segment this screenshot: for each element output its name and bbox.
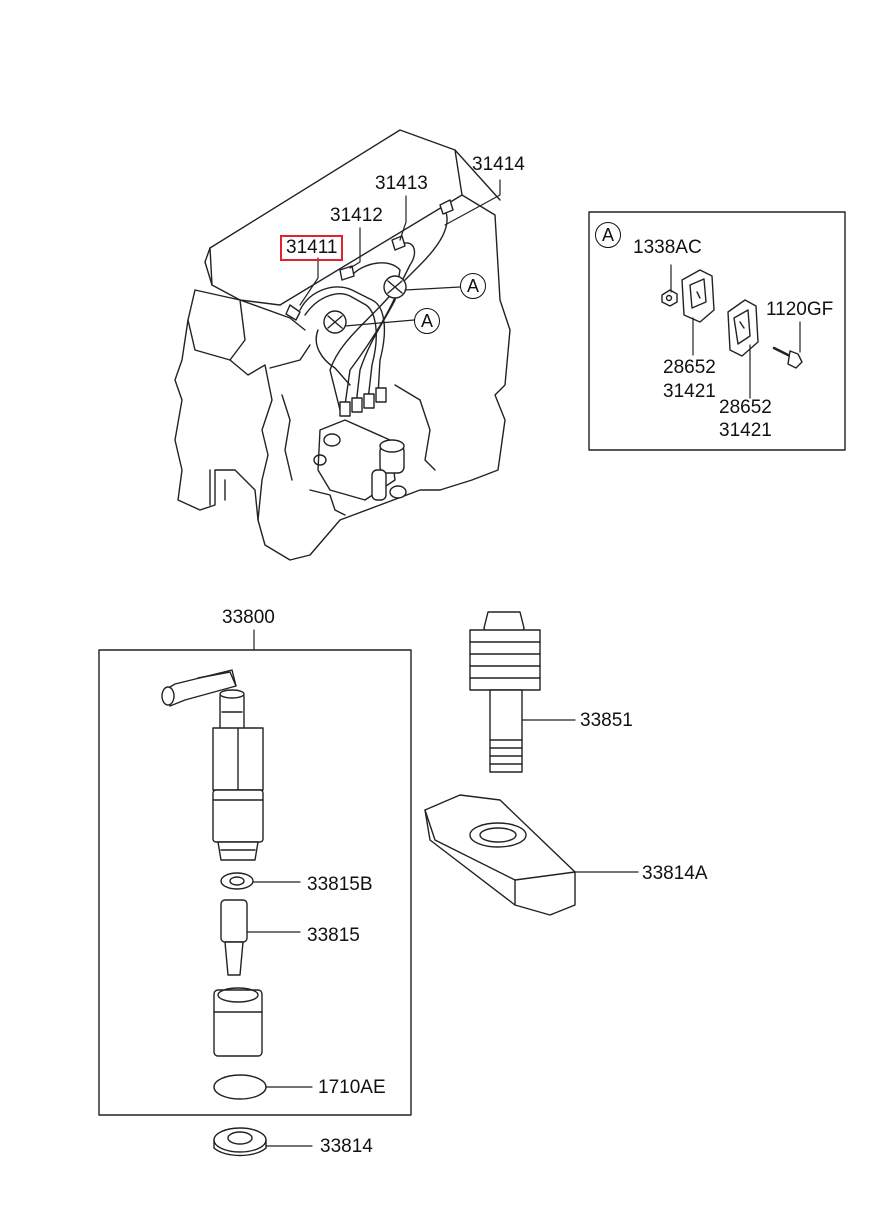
clamp-33814a-drawing (424, 794, 639, 916)
part-callout-1120gf[interactable]: 1120GF (766, 299, 834, 320)
detail-box-marker-a: A (595, 222, 621, 248)
engine-block-drawing (174, 129, 511, 561)
part-callout-31421-b[interactable]: 31421 (719, 420, 772, 441)
part-callout-33815b[interactable]: 33815B (307, 874, 373, 895)
part-callout-1338ac[interactable]: 1338AC (633, 237, 702, 258)
detail-marker-a-lower[interactable]: A (414, 308, 440, 334)
part-callout-33815[interactable]: 33815 (307, 925, 360, 946)
part-callout-31412[interactable]: 31412 (330, 205, 383, 226)
part-callout-31421-a[interactable]: 31421 (663, 381, 716, 402)
part-callout-31413[interactable]: 31413 (375, 173, 428, 194)
bolt-33851-drawing (469, 611, 576, 773)
part-callout-1710ae[interactable]: 1710AE (318, 1077, 386, 1098)
part-callout-31411-highlighted[interactable]: 31411 (280, 235, 344, 261)
part-callout-33814[interactable]: 33814 (320, 1136, 373, 1157)
part-callout-33814a[interactable]: 33814A (642, 863, 708, 884)
part-callout-28652-b[interactable]: 28652 (719, 397, 772, 418)
part-callout-31414[interactable]: 31414 (472, 154, 525, 175)
detail-a-drawing (588, 211, 846, 451)
part-callout-28652-a[interactable]: 28652 (663, 357, 716, 378)
part-callout-33851[interactable]: 33851 (580, 710, 633, 731)
injector-kit-drawing (98, 629, 412, 1157)
part-callout-33800[interactable]: 33800 (222, 607, 275, 628)
engine-leader-lines (299, 179, 501, 327)
detail-marker-a-upper[interactable]: A (460, 273, 486, 299)
